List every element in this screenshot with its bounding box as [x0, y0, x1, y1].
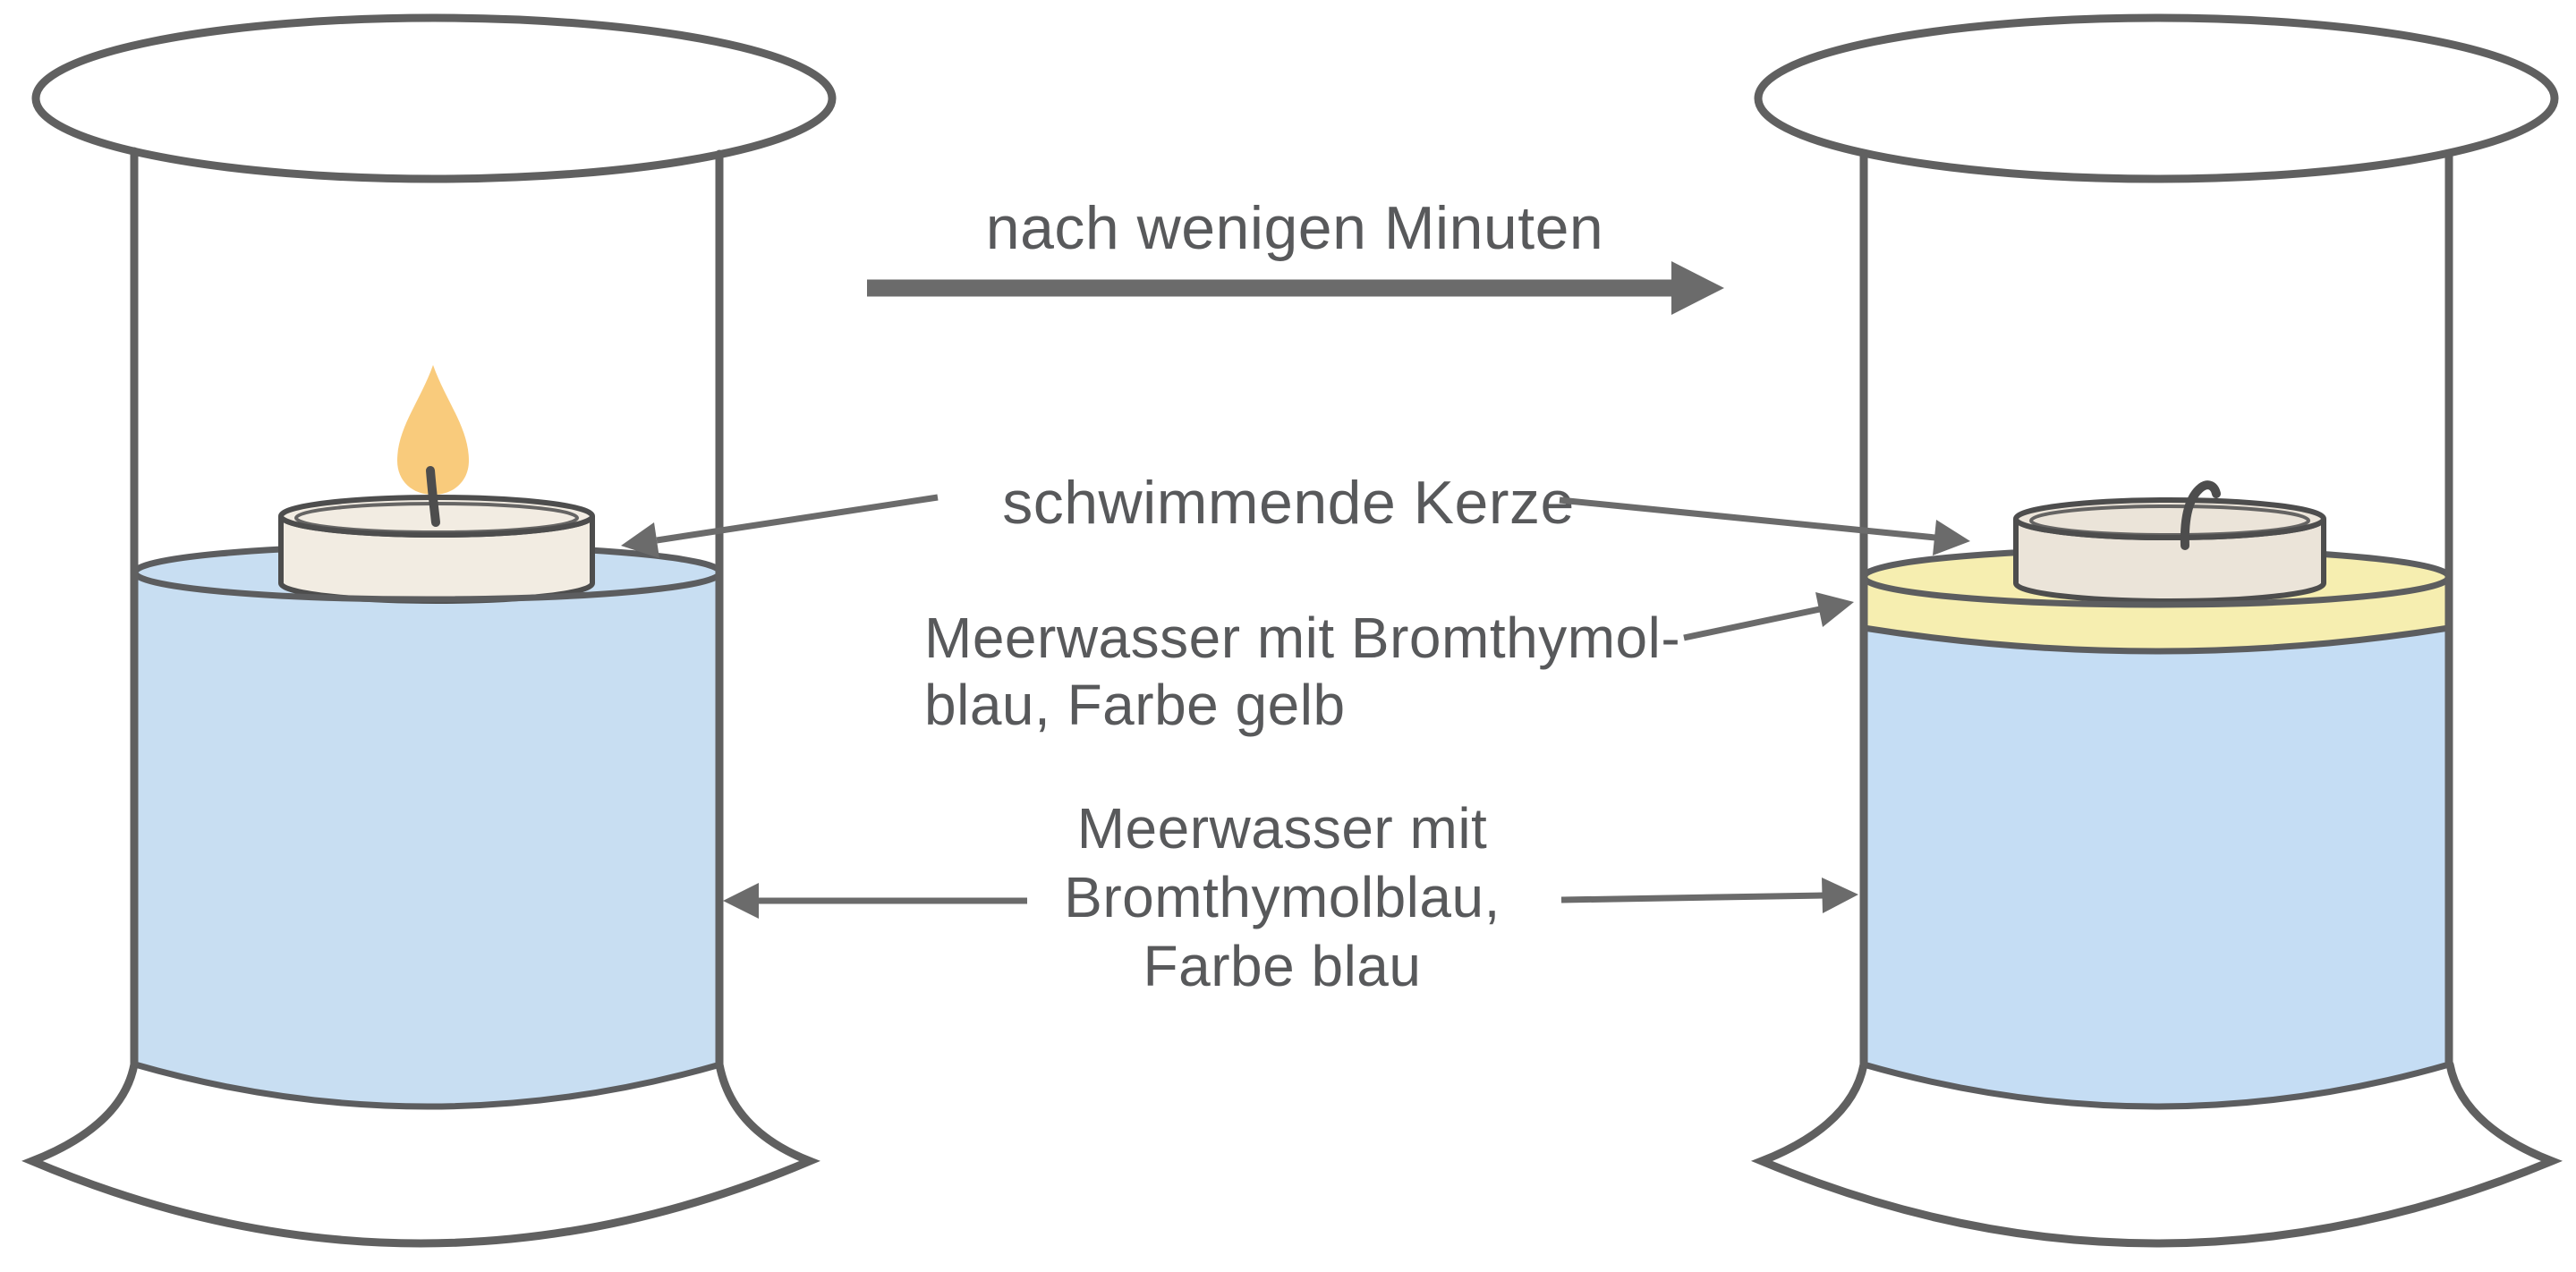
beaker-after [1750, 13, 2563, 1248]
yellow-surface-front [1860, 576, 2453, 608]
label-floating-candle: schwimmende Kerze [1002, 469, 1575, 537]
label-seawater-yellow-line1: Meerwasser mit Bromthymol- [924, 606, 1680, 670]
beaker-before-rim [31, 13, 837, 183]
pointer-blue-right-line [1560, 892, 1825, 903]
floating-candle-extinguished [2013, 480, 2326, 604]
beaker-before [21, 13, 837, 1248]
transition-label: nach wenigen Minuten [986, 194, 1603, 262]
pointer-candle-right-head [1933, 520, 1970, 555]
pointer-candle-right [1559, 496, 1970, 555]
candle-wick-right [2180, 480, 2221, 550]
beaker-before-walls [130, 147, 724, 1069]
floating-candle-lit [278, 365, 595, 604]
pointer-blue-right-head [1822, 878, 1858, 913]
pointer-blue-left [723, 883, 1027, 919]
beaker-after-foot [1750, 1060, 2563, 1248]
pointer-yellow-layer-line [1683, 606, 1821, 641]
pointer-candle-left [621, 494, 939, 558]
label-seawater-blue-line1: Meerwasser mit [1077, 796, 1488, 861]
pointer-blue-right [1560, 878, 1858, 913]
transition-arrow [867, 261, 1724, 315]
seawater-blue-after [1864, 628, 2449, 1107]
transition-arrow-head [1671, 261, 1724, 315]
flame-icon [397, 365, 469, 495]
water-bottom-after [1863, 1061, 2450, 1110]
pointer-yellow-layer [1683, 592, 1854, 641]
water-bottom-before [134, 1061, 721, 1110]
seawater-blue-before [135, 546, 720, 1107]
pointer-candle-left-head [621, 522, 659, 558]
label-seawater-blue-line2: Bromthymolblau, [1064, 865, 1501, 929]
yellow-blue-boundary [1863, 624, 2450, 655]
candle-wick-left [426, 466, 440, 527]
label-seawater-yellow-line2: blau, Farbe gelb [924, 673, 1346, 737]
beaker-after-walls [1859, 149, 2453, 1069]
beaker-after-rim [1754, 13, 2559, 183]
label-seawater-blue-line3: Farbe blau [1143, 934, 1422, 998]
pointer-yellow-layer-head [1815, 592, 1854, 627]
pointer-candle-left-line [656, 494, 939, 544]
beaker-before-foot [21, 1060, 820, 1248]
waterline-front-before [132, 572, 724, 603]
pointer-candle-right-line [1559, 496, 1936, 541]
candle-rim-inner-right [2029, 505, 2310, 537]
pointer-blue-left-head [723, 883, 759, 919]
